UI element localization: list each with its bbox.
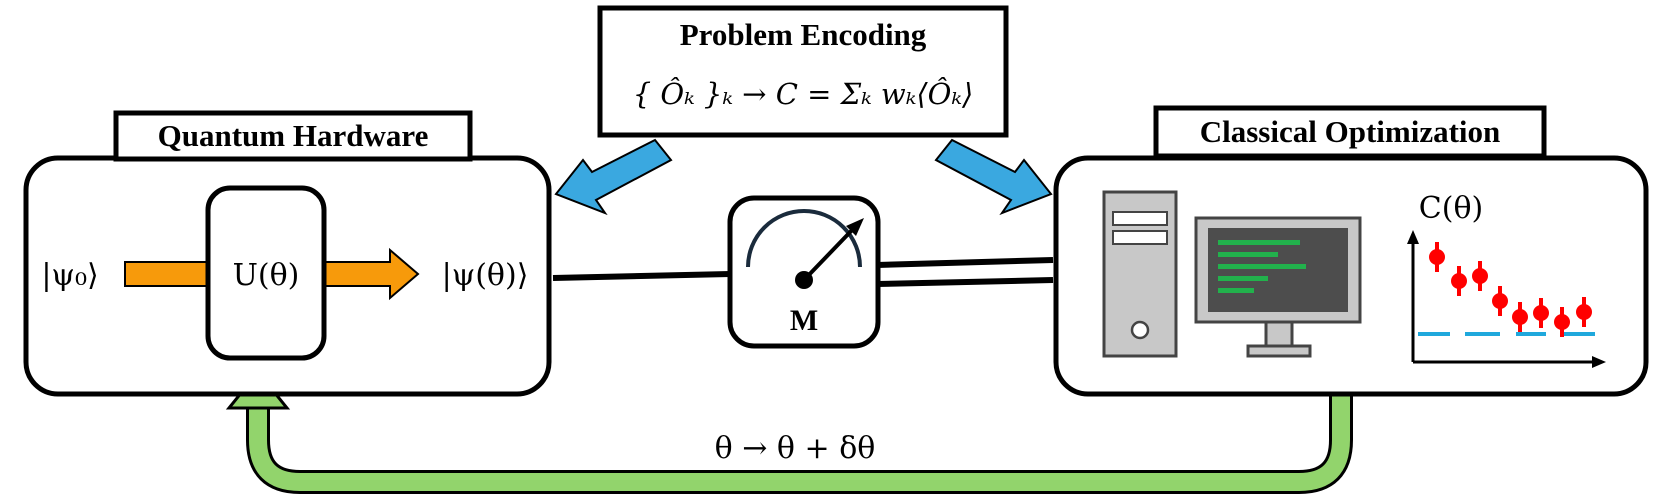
cost-point bbox=[1429, 242, 1445, 272]
cost-point bbox=[1533, 298, 1549, 328]
unitary-box bbox=[205, 185, 327, 361]
input-state-label: |ψ₀⟩ bbox=[41, 258, 98, 293]
problem-encoding-title: Problem Encoding bbox=[680, 17, 927, 52]
cost-axis-label: C(θ) bbox=[1419, 191, 1483, 226]
cost-points bbox=[1429, 242, 1592, 337]
classical-wire-top bbox=[876, 257, 1054, 268]
classical-optimization-title: Classical Optimization bbox=[1200, 114, 1501, 149]
unitary-label: U(θ) bbox=[233, 258, 300, 293]
problem-encoding-box bbox=[597, 5, 1009, 138]
quantum-hardware-title: Quantum Hardware bbox=[158, 118, 429, 153]
cost-plot-y-arrowhead bbox=[1407, 230, 1419, 244]
monitor-icon bbox=[1194, 216, 1362, 358]
quantum-hardware-title-box bbox=[113, 110, 473, 162]
meter-icon bbox=[746, 209, 864, 289]
problem-encoding-formula: { Ôₖ }ₖ → C = Σₖ wₖ⟨Ôₖ⟩ bbox=[633, 76, 974, 111]
classical-optimization-title-box bbox=[1153, 105, 1547, 159]
blue-arrow-right bbox=[934, 138, 1053, 216]
output-state-label: |ψ(θ)⟩ bbox=[442, 258, 529, 293]
cost-plot bbox=[1407, 230, 1606, 368]
cost-point bbox=[1472, 261, 1488, 291]
classical-wire-bottom bbox=[876, 277, 1054, 287]
orange-arrow-out bbox=[324, 247, 420, 301]
cost-point bbox=[1576, 297, 1592, 327]
blue-arrow-left bbox=[554, 138, 673, 216]
measurement-label: M bbox=[790, 304, 818, 337]
cost-point bbox=[1554, 307, 1570, 337]
computer-tower-icon bbox=[1102, 190, 1178, 358]
cost-point bbox=[1451, 266, 1467, 296]
cost-point bbox=[1512, 302, 1528, 332]
cost-plot-x-arrowhead bbox=[1592, 356, 1606, 368]
update-rule-label: θ → θ + δθ bbox=[715, 431, 876, 466]
cost-point bbox=[1492, 286, 1508, 316]
quantum-wire bbox=[552, 271, 731, 281]
orange-arrow-in bbox=[124, 261, 208, 287]
